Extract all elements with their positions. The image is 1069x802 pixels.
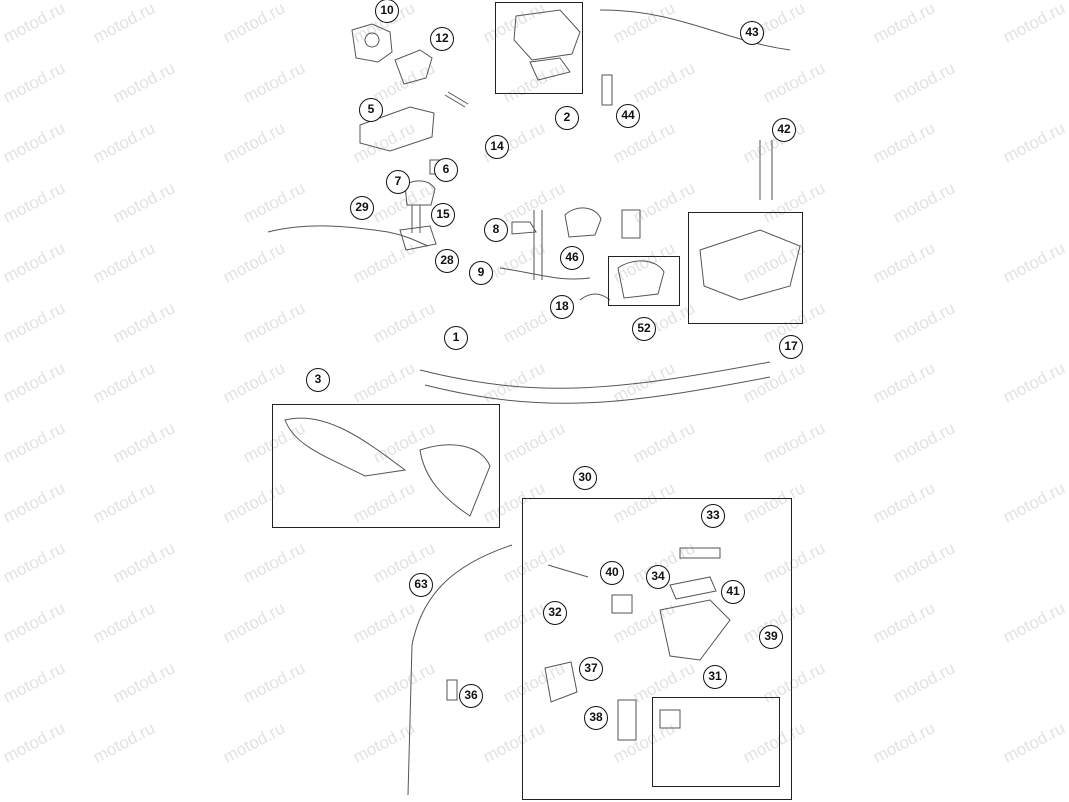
part-bracket — [359, 106, 435, 152]
part-clamp-52 — [617, 260, 665, 299]
part-shaft — [533, 210, 543, 280]
callout-63: 63 — [409, 573, 433, 597]
part-handlebar — [419, 361, 771, 404]
part-cable-29 — [267, 225, 429, 247]
callout-36: 36 — [459, 684, 483, 708]
part-handguard-right — [419, 444, 491, 517]
part-cable-9 — [499, 267, 591, 280]
part-bracket-37 — [544, 661, 578, 703]
part-lever-39 — [659, 599, 731, 661]
callout-40: 40 — [600, 561, 624, 585]
part-cover-2 — [513, 9, 581, 61]
callout-31: 31 — [703, 665, 727, 689]
callout-3: 3 — [306, 368, 330, 392]
part-assembly-17 — [699, 229, 801, 301]
part-cap-33 — [679, 547, 721, 559]
part-cylinder — [621, 209, 641, 239]
part-switch — [394, 49, 433, 85]
callout-17: 17 — [779, 335, 803, 359]
callout-14: 14 — [485, 135, 509, 159]
callout-37: 37 — [579, 657, 603, 681]
part-pin-15 — [411, 205, 421, 233]
callout-6: 6 — [434, 158, 458, 182]
part-kit-31 — [659, 709, 681, 729]
part-spring-18 — [579, 293, 611, 301]
callout-9: 9 — [469, 261, 493, 285]
callout-10: 10 — [375, 0, 399, 23]
callout-41: 41 — [721, 580, 745, 604]
callout-5: 5 — [359, 98, 383, 122]
callout-7: 7 — [386, 170, 410, 194]
part-spring-32 — [547, 564, 589, 578]
callout-43: 43 — [740, 21, 764, 45]
part-pipe-42 — [759, 140, 773, 200]
part-bolt-36 — [446, 679, 458, 701]
callout-29: 29 — [350, 196, 374, 220]
part-screw-12 — [444, 91, 469, 108]
callout-44: 44 — [616, 104, 640, 128]
part-cable-43 — [599, 9, 791, 51]
part-cable-63 — [407, 544, 513, 796]
callout-8: 8 — [484, 218, 508, 242]
callout-52: 52 — [632, 317, 656, 341]
frame-31 — [652, 697, 780, 787]
part-cover-2b — [529, 57, 571, 81]
callout-34: 34 — [646, 565, 670, 589]
callout-12: 12 — [430, 27, 454, 51]
part-throttle-knob — [364, 32, 380, 48]
part-clamp-8 — [511, 221, 537, 235]
part-clamp-46 — [564, 207, 602, 238]
part-throttle-housing — [351, 23, 393, 63]
callout-18: 18 — [550, 295, 574, 319]
part-bolt-44 — [601, 74, 613, 106]
frame-2 — [495, 2, 583, 94]
callout-2: 2 — [555, 106, 579, 130]
callout-28: 28 — [435, 249, 459, 273]
callout-46: 46 — [560, 246, 584, 270]
frame-3 — [272, 404, 500, 528]
frame-30 — [522, 498, 792, 800]
part-plate-38 — [617, 699, 637, 741]
callout-42: 42 — [772, 118, 796, 142]
callout-30: 30 — [573, 466, 597, 490]
part-piston-40 — [611, 594, 633, 614]
callout-39: 39 — [759, 625, 783, 649]
frame-52 — [608, 256, 680, 306]
callout-38: 38 — [584, 706, 608, 730]
callout-15: 15 — [431, 203, 455, 227]
part-reservoir-34 — [669, 576, 717, 600]
callout-32: 32 — [543, 601, 567, 625]
frame-17 — [688, 212, 803, 324]
part-handguard-left — [284, 417, 407, 477]
callout-33: 33 — [701, 504, 725, 528]
callout-1: 1 — [444, 326, 468, 350]
part-grip-28 — [399, 225, 437, 251]
